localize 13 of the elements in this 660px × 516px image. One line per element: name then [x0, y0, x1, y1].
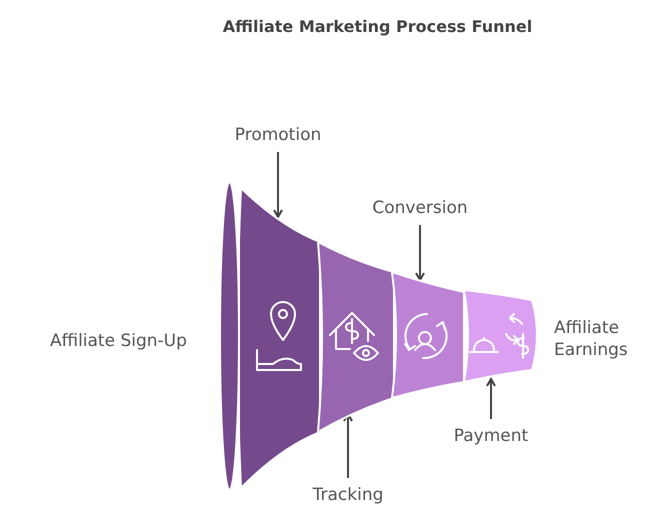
funnel-segment — [316, 240, 396, 434]
arrow — [415, 225, 425, 281]
stage-label: Conversion — [362, 197, 478, 219]
stage-label: Promotion — [228, 124, 328, 146]
stage-label: Payment — [446, 425, 536, 447]
funnel-mouth — [219, 181, 240, 491]
stage-label: Affiliate Sign-Up — [50, 330, 188, 352]
funnel-segment — [390, 270, 466, 400]
arrow — [486, 378, 496, 419]
stage-label: Tracking — [298, 484, 398, 506]
title: Affiliate Marketing Process Funnel — [222, 16, 534, 38]
arrow — [273, 152, 283, 218]
stage-label: Affiliate Earnings — [554, 317, 629, 361]
